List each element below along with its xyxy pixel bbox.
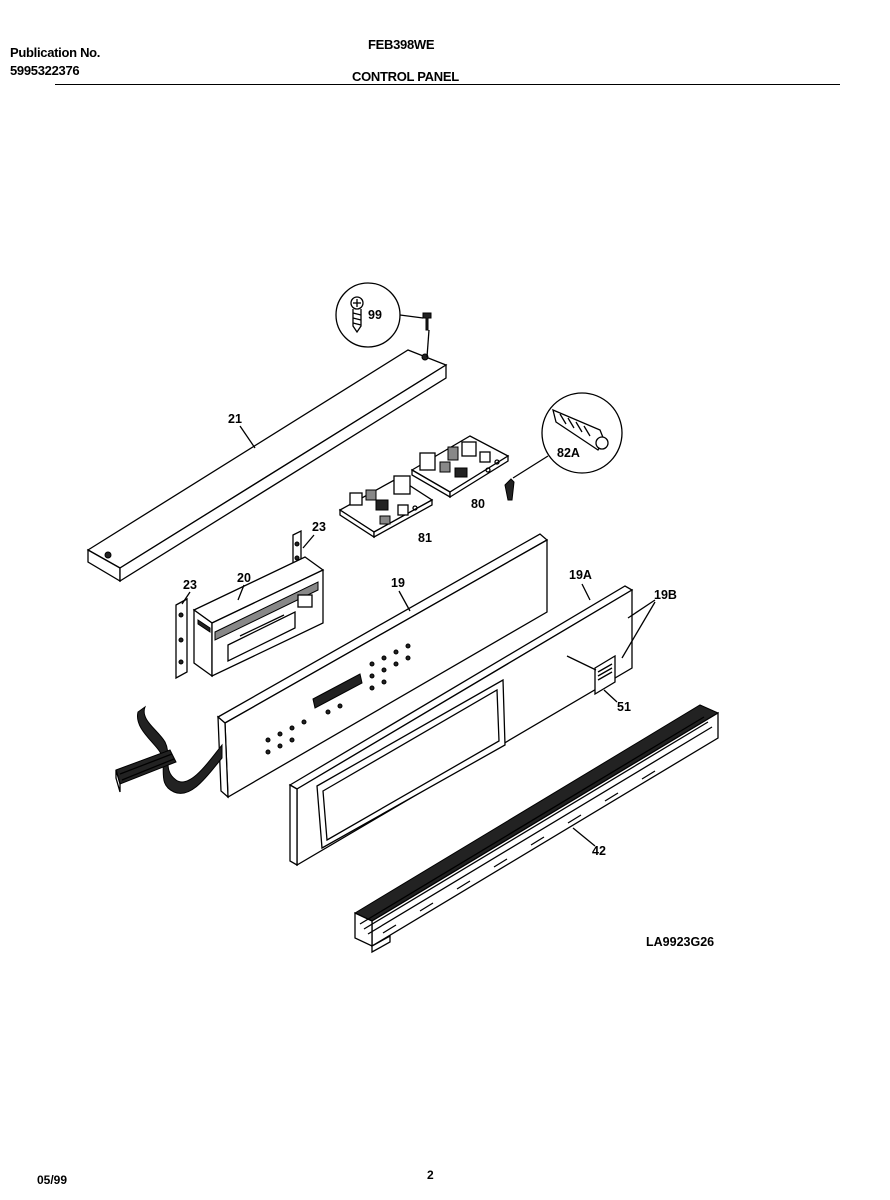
part-81-circuit-board: 81 xyxy=(338,475,434,545)
callout-21: 21 xyxy=(228,412,242,426)
callout-42: 42 xyxy=(592,844,606,858)
part-19-control-panel: 19 xyxy=(216,533,549,799)
callout-80: 80 xyxy=(471,497,485,511)
callout-19: 19 xyxy=(391,576,405,590)
publication-label: Publication No. xyxy=(10,45,101,60)
ribbon-cable xyxy=(115,705,223,794)
display-window xyxy=(312,673,363,709)
callout-81: 81 xyxy=(418,531,432,545)
callout-23-right: 23 xyxy=(312,520,326,534)
publication-number: 5995322376 xyxy=(10,63,80,78)
callout-82a: 82A xyxy=(557,446,580,460)
screw-icon xyxy=(422,312,432,331)
footer-date: 05/99 xyxy=(37,1173,68,1187)
part-19a-overlay-frame: 19A xyxy=(288,568,634,867)
standoff-small-icon xyxy=(504,478,515,501)
drawing-code: LA9923G26 xyxy=(646,935,714,949)
part-19b-51-badge: 19B 51 xyxy=(566,588,677,714)
part-21-trim-bar: 21 xyxy=(86,329,448,583)
callout-19a: 19A xyxy=(569,568,592,582)
part-42-vent-trim: 42 xyxy=(353,704,720,954)
part-23-bracket-left: 23 xyxy=(175,578,197,680)
callout-99: 99 xyxy=(368,308,382,322)
callout-51: 51 xyxy=(617,700,631,714)
model-number: FEB398WE xyxy=(368,37,435,52)
page-number: 2 xyxy=(427,1168,434,1182)
section-title: CONTROL PANEL xyxy=(352,69,459,84)
header-rule xyxy=(55,84,840,85)
callout-23-left: 23 xyxy=(183,578,197,592)
part-82a-standoff: 82A xyxy=(504,392,623,501)
callout-19b: 19B xyxy=(654,588,677,602)
part-99-screw: 99 xyxy=(335,282,432,348)
standoff-detail-circle xyxy=(541,392,623,474)
part-20-control-module: 20 xyxy=(192,556,325,678)
callout-20: 20 xyxy=(237,571,251,585)
part-80-circuit-board: 80 xyxy=(410,435,510,511)
